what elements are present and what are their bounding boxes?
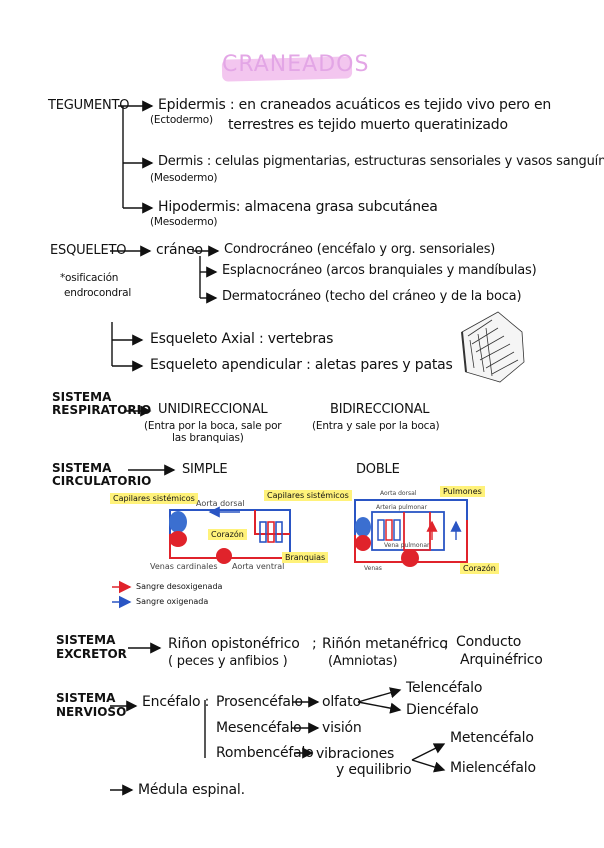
title-block: CRANEADOS [221, 50, 370, 82]
unidireccional-note-2: las branquias) [172, 432, 244, 444]
prosencefalo-text: Prosencéfalo [216, 694, 303, 710]
excretor-sep-2: ; [444, 636, 449, 652]
simple-circulation-diagram [169, 506, 291, 564]
simple-capilares-label: Capilares sistémicos [110, 493, 198, 504]
epidermis-origin: (Ectodermo) [150, 114, 213, 126]
metencefalo-text: Metencéfalo [450, 730, 534, 746]
doble-vena-label: Vena pulmonar [384, 542, 430, 549]
doble-venas-label: Venas [364, 565, 382, 572]
excretor-label-1: SISTEMA [56, 633, 116, 647]
esplacnocraneo-text: Esplacnocráneo (arcos branquiales y mand… [222, 263, 537, 278]
circulatorio-label-1: SISTEMA [52, 461, 112, 475]
legend-oxigenada: Sangre oxigenada [136, 597, 209, 606]
conducto-text: Conducto [456, 634, 522, 650]
diencefalo-text: Diencéfalo [406, 702, 479, 718]
vision-text: visión [322, 720, 362, 736]
equilibrio-text: y equilibrio [336, 762, 412, 778]
hipodermis-origin: (Mesodermo) [150, 216, 218, 228]
medula-espinal-text: Médula espinal. [138, 782, 245, 798]
rinon-opistonefrico-text: Riñon opistonéfrico [168, 636, 300, 652]
telencefalo-text: Telencéfalo [406, 680, 483, 696]
osificacion-note-1: *osificación [60, 272, 119, 284]
excretor-label-2: EXCRETOR [56, 647, 127, 661]
skull-sketch [461, 311, 525, 383]
rinon-opistonefrico-note: ( peces y anfibios ) [168, 654, 288, 669]
bidireccional-text: BIDIRECCIONAL [330, 402, 430, 417]
circulatorio-label-2: CIRCULATORIO [52, 474, 152, 488]
bidireccional-note: (Entra y sale por la boca) [312, 420, 440, 432]
encefalo-text: Encéfalo : [142, 694, 210, 710]
osificacion-note-2: endrocondral [64, 287, 132, 299]
esqueleto-label: ESQUELETO [50, 243, 127, 258]
simple-branquias-label: Branquias [282, 552, 329, 563]
respiratorio-label-2: RESPIRATORIO [52, 403, 152, 417]
rinon-metanefrico-note: (Amniotas) [328, 654, 398, 669]
epidermis-line1: Epidermis : en craneados acuáticos es te… [158, 97, 552, 113]
excretor-sep-1: ; [312, 636, 317, 652]
hipodermis-text: Hipodermis: almacena grasa subcutánea [158, 199, 438, 215]
simple-venas-label: Venas cardinales [150, 562, 218, 571]
condrocraneo-text: Condrocráneo (encéfalo y org. sensoriale… [224, 242, 496, 257]
olfato-text: olfato [322, 694, 361, 710]
dermis-text: Dermis : celulas pigmentarias, estructur… [158, 154, 604, 169]
nervioso-label-2: NERVIOSO [56, 705, 127, 719]
simple-aorta-ventral-label: Aorta ventral [232, 562, 285, 571]
legend-desoxigenada: Sangre desoxigenada [136, 582, 223, 591]
dermatocraneo-text: Dermatocráneo (techo del cráneo y de la … [222, 289, 522, 304]
vibraciones-text: vibraciones [316, 746, 395, 762]
mesencefalo-text: Mesencéfalo [216, 720, 302, 736]
esqueleto-axial-text: Esqueleto Axial : vertebras [150, 331, 334, 347]
rinon-metanefrico-text: Riñón metanéfrico [322, 636, 448, 652]
epidermis-line2: terrestres es tejido muerto queratinizad… [228, 117, 508, 133]
respiratorio-label-1: SISTEMA [52, 390, 112, 404]
esqueleto-apendicular-text: Esqueleto apendicular : aletas pares y p… [150, 357, 453, 373]
simple-label: SIMPLE [182, 462, 228, 477]
dermis-origin: (Mesodermo) [150, 172, 218, 184]
craneo-text: cráneo [156, 242, 203, 258]
doble-label: DOBLE [356, 462, 400, 477]
rombencefalo-text: Rombencéfalo [216, 745, 314, 761]
mielencefalo-text: Mielencéfalo [450, 760, 536, 776]
simple-corazon-label: Corazón [208, 529, 247, 540]
tegumento-label: TEGUMENTO [48, 98, 130, 113]
doble-capilares-label: Capilares sistémicos [264, 490, 352, 501]
doble-corazon-label: Corazón [460, 563, 499, 574]
doble-pulmones-label: Pulmones [440, 486, 485, 497]
doble-arteria-label: Arteria pulmonar [376, 504, 428, 511]
doble-aorta-dorsal-label: Aorta dorsal [380, 490, 417, 497]
unidireccional-note-1: (Entra por la boca, sale por [144, 420, 282, 432]
unidireccional-text: UNIDIRECCIONAL [158, 402, 268, 417]
double-circulation-diagram [354, 499, 468, 567]
arquinefrico-text: Arquinéfrico [460, 652, 543, 668]
page-title: CRANEADOS [222, 52, 370, 77]
nervioso-label-1: SISTEMA [56, 691, 116, 705]
simple-aorta-dorsal-label: Aorta dorsal [196, 499, 245, 508]
